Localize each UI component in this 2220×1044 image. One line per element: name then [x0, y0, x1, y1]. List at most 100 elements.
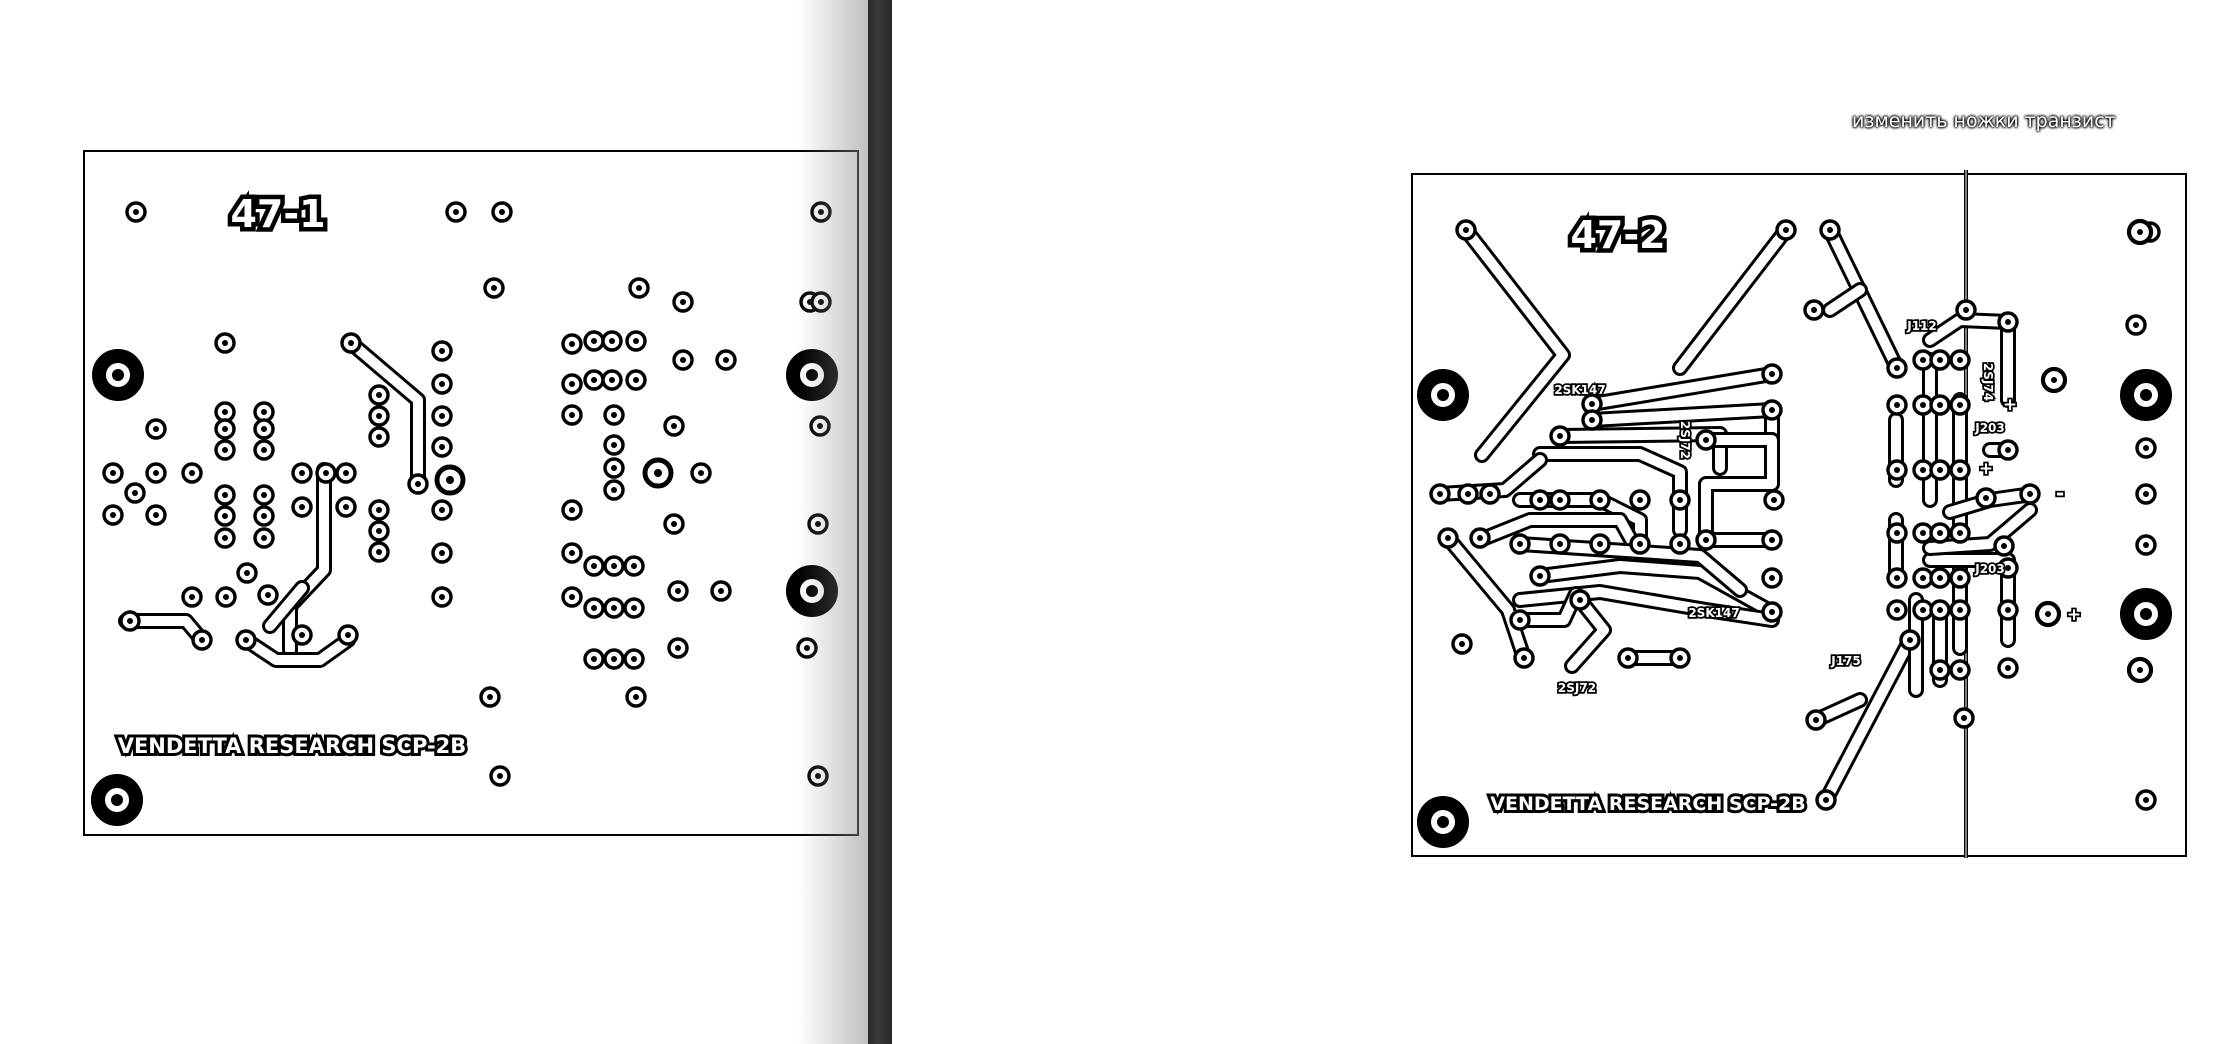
pad-hole — [2005, 607, 2011, 613]
trace-fill — [1925, 505, 2035, 553]
annotation-note[interactable]: изменить ножки транзист — [1852, 110, 2116, 132]
pad-hole — [611, 412, 617, 418]
pad-hole — [376, 528, 382, 534]
board-label: 47-2 — [1570, 213, 1665, 257]
pad-hole — [611, 656, 617, 662]
mounting-hole-center — [2140, 389, 2152, 401]
pad-hole — [491, 285, 497, 291]
pad-hole — [1894, 575, 1900, 581]
pad-hole — [1769, 371, 1775, 377]
pad-hole — [376, 434, 382, 440]
trace — [282, 462, 332, 658]
pad-hole — [1894, 365, 1900, 371]
pad-hole — [110, 470, 116, 476]
polarity-minus: - — [2056, 481, 2064, 505]
pad-hole — [611, 563, 617, 569]
pad-hole — [1920, 357, 1926, 363]
pad-hole — [569, 550, 575, 556]
pad-hole — [1920, 467, 1926, 473]
pad-hole — [261, 409, 267, 415]
pad-hole — [189, 470, 195, 476]
part-label-j203-b: J203 — [1974, 562, 2005, 576]
pad-hole — [244, 570, 250, 576]
part-label-q-top: 2SK147 — [1554, 383, 1605, 397]
pad-hole — [345, 632, 351, 638]
pad-hole — [243, 637, 249, 643]
trace-fill — [241, 635, 353, 665]
pad-hole — [2143, 797, 2149, 803]
pad-hole — [1463, 227, 1469, 233]
pad-hole — [222, 340, 228, 346]
pad-hole — [1963, 307, 1969, 313]
pad-hole — [1465, 491, 1471, 497]
pad-hole — [1459, 641, 1465, 647]
pad-hole — [222, 492, 228, 498]
pad-hole — [633, 694, 639, 700]
pad-hole — [2051, 377, 2057, 383]
pad-hole — [818, 209, 824, 215]
pad-hole — [487, 694, 493, 700]
pad-hole — [1783, 227, 1789, 233]
pad-hole — [1983, 495, 1989, 501]
pad-hole — [453, 209, 459, 215]
pad-hole — [591, 338, 597, 344]
pad-hole — [261, 492, 267, 498]
pad-hole — [222, 447, 228, 453]
trace-fill — [1567, 595, 1609, 671]
pad-hole — [1937, 575, 1943, 581]
pad-hole — [439, 550, 445, 556]
pad-hole — [153, 426, 159, 432]
board-label: 47-1 — [230, 192, 325, 236]
pad-hole — [1589, 401, 1595, 407]
pad-hole — [1937, 402, 1943, 408]
pad-hole — [633, 377, 639, 383]
mounting-hole-center — [112, 369, 124, 381]
pad-hole — [636, 285, 642, 291]
pad-hole — [415, 481, 421, 487]
pad-hole — [1907, 637, 1913, 643]
part-label-q-bottom-left: 2SJ72 — [1558, 681, 1596, 695]
pad-hole — [611, 465, 617, 471]
trace-fill — [1701, 435, 1777, 545]
pad-hole — [261, 535, 267, 541]
pad-hole — [611, 605, 617, 611]
pad-hole — [1769, 407, 1775, 413]
pad-hole — [153, 470, 159, 476]
mounting-hole-center — [1437, 816, 1449, 828]
pad-hole — [1557, 541, 1563, 547]
pad-hole — [698, 470, 704, 476]
pad-hole — [299, 504, 305, 510]
pad-hole — [654, 469, 662, 477]
pad-hole — [1703, 537, 1709, 543]
pad-hole — [132, 490, 138, 496]
pad-hole — [2137, 667, 2143, 673]
part-label-q-bottom: 2SK147 — [1688, 606, 1739, 620]
pad-hole — [1937, 467, 1943, 473]
pad-hole — [153, 512, 159, 518]
pad-hole — [815, 773, 821, 779]
pad-hole — [2143, 445, 2149, 451]
mounting-hole-center — [111, 794, 123, 806]
pad-hole — [1957, 607, 1963, 613]
trace-fill — [1825, 285, 1865, 315]
pad-hole — [1445, 535, 1451, 541]
pad-hole — [376, 549, 382, 555]
mounting-hole-center — [806, 585, 818, 597]
pad-hole — [1894, 402, 1900, 408]
pad-hole — [133, 209, 139, 215]
pad-hole — [261, 513, 267, 519]
pad-hole — [2027, 491, 2033, 497]
polarity-plus-a: + — [2003, 395, 2017, 415]
pad-hole — [1894, 467, 1900, 473]
pad-hole — [671, 521, 677, 527]
pad-layer — [1417, 218, 2172, 848]
pad-hole — [591, 563, 597, 569]
pad-hole — [1937, 607, 1943, 613]
pad-hole — [376, 413, 382, 419]
pad-hole — [1703, 437, 1709, 443]
pad-hole — [446, 476, 454, 484]
pad-hole — [815, 521, 821, 527]
trace-fill — [1821, 635, 1915, 805]
board-outline — [1411, 173, 2187, 857]
pad-hole — [631, 563, 637, 569]
